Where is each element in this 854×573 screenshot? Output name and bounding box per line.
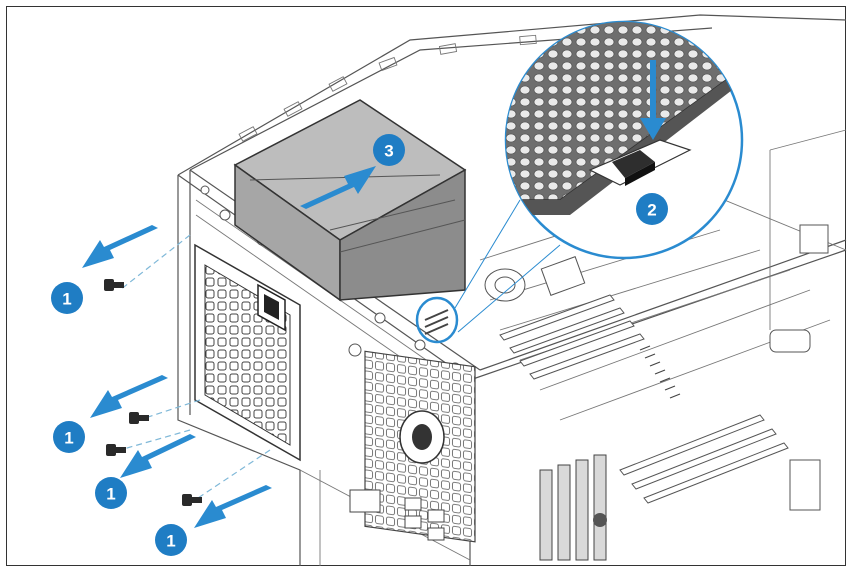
step-badge-1a: 1 — [51, 282, 83, 314]
arrow-icon — [90, 375, 168, 418]
step-badge-1d: 1 — [155, 524, 187, 556]
rear-fan — [349, 350, 476, 543]
screws — [104, 279, 202, 506]
svg-text:2: 2 — [647, 201, 656, 220]
arrow-icon — [194, 485, 272, 528]
svg-text:3: 3 — [384, 142, 393, 161]
arrow-icon — [640, 60, 666, 140]
svg-text:1: 1 — [64, 429, 73, 448]
step-badge-3: 3 — [373, 134, 405, 166]
svg-text:1: 1 — [62, 290, 71, 309]
screw-guides — [119, 234, 271, 501]
screw-icon — [129, 412, 149, 424]
arrow-icon — [120, 434, 196, 478]
arrow-icon — [82, 225, 158, 268]
svg-text:1: 1 — [106, 485, 115, 504]
screw-icon — [104, 279, 124, 291]
svg-text:1: 1 — [166, 532, 175, 551]
screw-icon — [182, 494, 202, 506]
step-badge-1c: 1 — [95, 477, 127, 509]
latch-highlight — [415, 296, 459, 344]
callout-magnifier-icon — [454, 20, 744, 333]
arrows — [82, 60, 666, 528]
step-badges: 1 1 1 1 2 3 — [51, 134, 668, 556]
motherboard — [479, 129, 847, 561]
arrow-icon — [300, 166, 376, 209]
step-badge-2: 2 — [636, 193, 668, 225]
step-badge-1b: 1 — [53, 421, 85, 453]
screw-icon — [106, 444, 126, 456]
power-supply-unit — [194, 99, 467, 462]
figure-border — [6, 6, 846, 566]
